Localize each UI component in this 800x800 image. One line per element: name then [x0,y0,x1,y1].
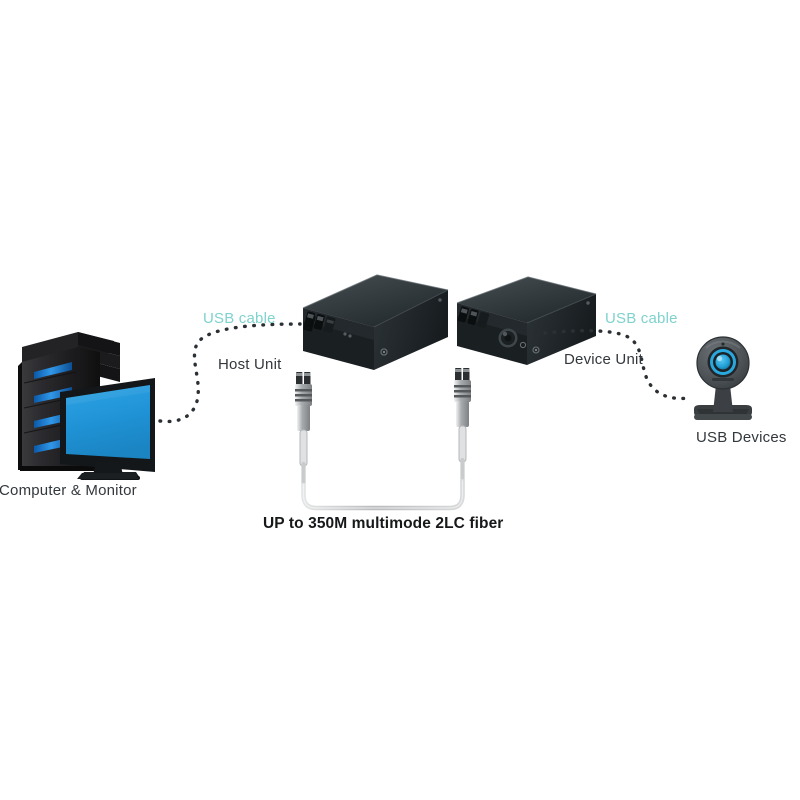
label-usb-cable-left: USB cable [203,310,276,327]
fiber-connector-right [454,368,471,486]
usb-webcam [694,336,752,420]
host-unit-connectors [303,298,442,356]
label-host-unit: Host Unit [218,356,282,373]
fiber-loop-highlight [302,480,464,509]
usb-cable-right-path [543,329,692,401]
monitor-front [60,378,155,479]
label-usb-devices: USB Devices [696,429,787,446]
label-computer-monitor: Computer & Monitor [0,482,137,499]
fiber-loop-cable [301,478,465,511]
device-unit-connectors [457,301,590,354]
fiber-connector-left [295,372,312,490]
power-jack [498,328,518,348]
caption-fiber-distance: UP to 350M multimode 2LC fiber [263,515,504,532]
label-usb-cable-right: USB cable [605,310,678,327]
device-unit-device [456,276,597,365]
host-unit-device [302,274,449,370]
computer-tower [18,332,120,471]
label-device-unit: Device Unit [564,351,643,368]
